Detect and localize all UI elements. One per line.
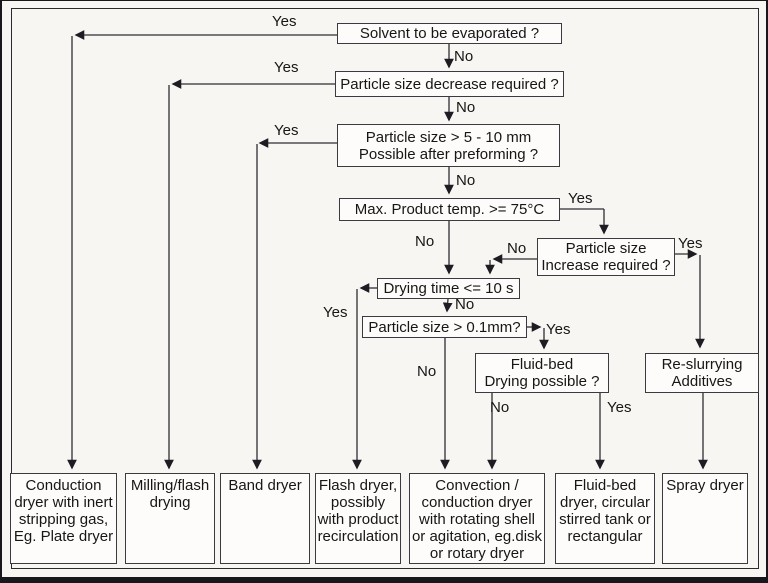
edge-label-yes-fluid-bed: Yes (607, 399, 632, 416)
decision-preforming: Particle size > 5 - 10 mm Possible after… (337, 124, 560, 167)
edge-label-no-size-increase: No (507, 240, 527, 257)
outcome-band-dryer: Band dryer (220, 473, 310, 564)
decision-max-product-temp: Max. Product temp. >= 75°C (339, 198, 560, 221)
outcome-conduction-dryer: Conduction dryer with inert stripping ga… (10, 473, 117, 564)
edge-label-no-fluid-bed: No (490, 399, 510, 416)
edge-label-yes-solvent: Yes (272, 13, 297, 30)
outcome-fluid-bed-dryer: Fluid-bed dryer, circular stirred tank o… (555, 473, 655, 564)
edge-label-no-preforming: No (456, 172, 476, 189)
edge-label-yes-max-temp: Yes (568, 190, 593, 207)
edge-label-yes-size-increase: Yes (678, 235, 703, 252)
decision-fluid-bed-possible: Fluid-bed Drying possible ? (475, 353, 609, 393)
edge-label-no-drying-time: No (455, 296, 475, 313)
outcome-convection-conduction-dryer: Convection / conduction dryer with rotat… (409, 473, 545, 564)
edge-label-no-particle-01mm: No (417, 363, 437, 380)
edge-label-no-solvent: No (454, 48, 474, 65)
outcome-spray-dryer: Spray dryer (662, 473, 748, 564)
edge-label-yes-size-decrease: Yes (274, 59, 299, 76)
decision-drying-time: Drying time <= 10 s (377, 278, 520, 299)
edge-label-no-max-temp: No (415, 233, 435, 250)
decision-particle-size-decrease: Particle size decrease required ? (335, 71, 564, 97)
edge-label-no-size-decrease: No (456, 99, 476, 116)
decision-solvent-evaporated: Solvent to be evaporated ? (337, 23, 562, 44)
edge-label-yes-drying-time: Yes (323, 304, 348, 321)
decision-particle-size-increase: Particle size Increase required ? (537, 238, 675, 276)
outcome-flash-dryer: Flash dryer, possibly with product recir… (315, 473, 401, 564)
edge-label-yes-preforming: Yes (274, 122, 299, 139)
decision-particle-size-01mm: Particle size > 0.1mm? (362, 316, 527, 338)
node-reslurrying-additives: Re-slurrying Additives (645, 353, 759, 393)
edge-label-yes-particle-01mm: Yes (546, 321, 571, 338)
outcome-milling-flash-drying: Milling/flash drying (125, 473, 215, 564)
